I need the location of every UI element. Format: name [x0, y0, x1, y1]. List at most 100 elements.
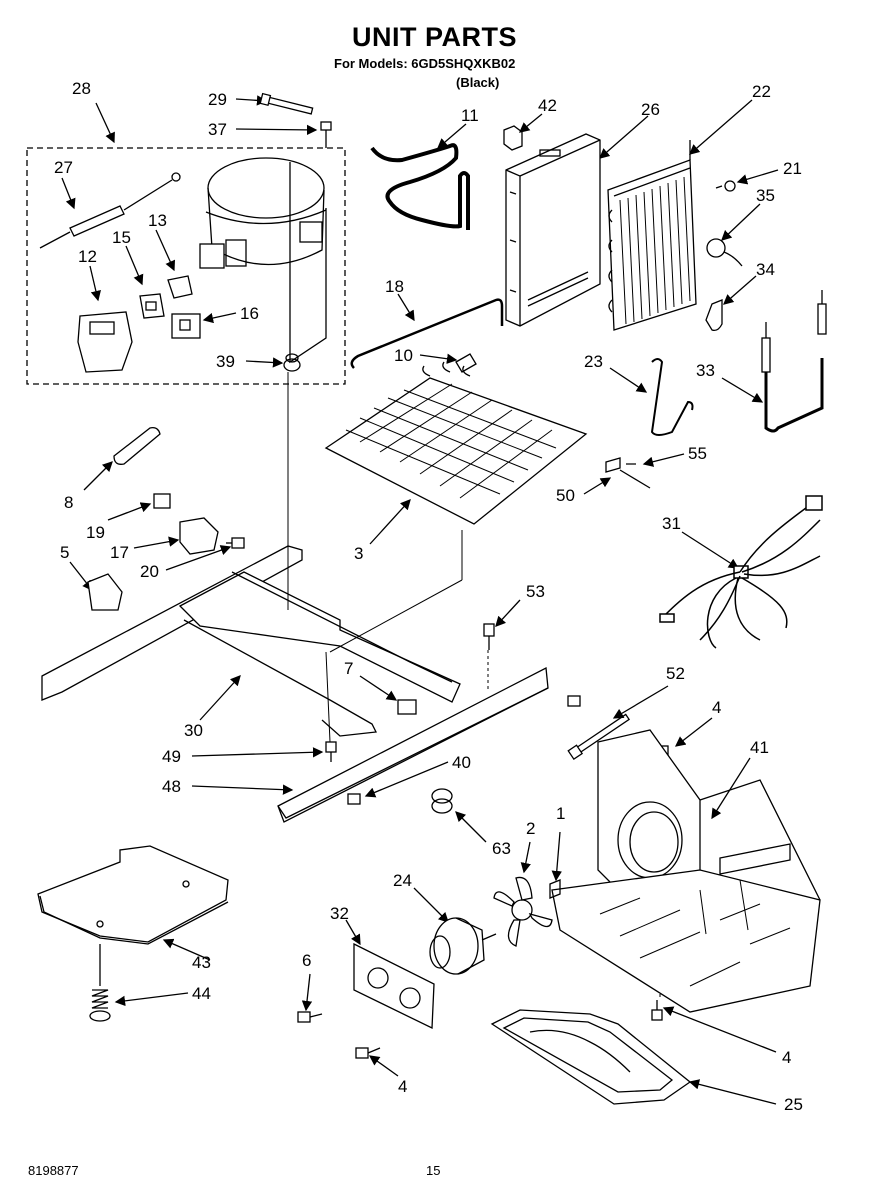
capillary-part-27 [39, 172, 181, 249]
leader-42 [518, 113, 543, 133]
fan-part-35 [706, 238, 743, 267]
screw-part-37 [320, 121, 332, 148]
wire-tie-part-52 [567, 713, 630, 761]
callout-4-bottom: 4 [398, 1077, 408, 1096]
callout-13: 13 [148, 211, 167, 230]
leader-24 [413, 887, 449, 923]
callout-4-right: 4 [782, 1048, 792, 1067]
grommet-part-39 [283, 353, 301, 372]
cover-part-13 [167, 275, 193, 299]
leader-2 [520, 841, 531, 874]
leader-22 [689, 99, 753, 155]
overload-part-15 [139, 293, 165, 319]
callout-17: 17 [110, 543, 129, 562]
leader-39 [245, 357, 284, 368]
leader-50 [583, 477, 612, 495]
callout-48: 48 [162, 777, 181, 796]
leader-34 [723, 275, 757, 305]
callout-33: 33 [696, 361, 715, 380]
compressor-part [199, 157, 327, 364]
clip-part-42 [503, 125, 523, 151]
callout-24: 24 [393, 871, 412, 890]
motor-bracket-part-32 [353, 942, 435, 1030]
callout-52: 52 [666, 664, 685, 683]
leader-18 [397, 293, 415, 322]
leader-26 [599, 115, 649, 159]
callout-63: 63 [492, 839, 511, 858]
clip-part-10 [455, 353, 477, 373]
screw-part-21 [715, 180, 736, 192]
part-5 [87, 573, 123, 611]
leader-44 [114, 992, 189, 1007]
callout-12: 12 [78, 247, 97, 266]
leader-4c [662, 1006, 777, 1053]
tube-part-18 [350, 298, 504, 369]
drier-part-33 [761, 290, 827, 433]
callout-53: 53 [526, 582, 545, 601]
insulation-part-8 [113, 426, 161, 465]
leader-25 [688, 1079, 777, 1105]
callout-39: 39 [216, 352, 235, 371]
tube-part-23 [650, 358, 694, 436]
screw-part-4b [355, 1047, 381, 1059]
tube-part-11 [370, 143, 470, 230]
callout-6: 6 [302, 951, 312, 970]
callout-40: 40 [452, 753, 471, 772]
callout-22: 22 [752, 82, 771, 101]
callout-2: 2 [526, 819, 536, 838]
pad-part-43 [37, 845, 229, 945]
callout-3: 3 [354, 544, 364, 563]
fan-blade-part-2 [493, 876, 553, 947]
callout-42: 42 [538, 96, 557, 115]
base-pan-part [551, 843, 821, 1013]
callout-55: 55 [688, 444, 707, 463]
callout-30: 30 [184, 721, 203, 740]
callout-1: 1 [556, 804, 566, 823]
callout-18: 18 [385, 277, 404, 296]
part-17 [179, 517, 219, 555]
page-title: UNIT PARTS [352, 22, 517, 52]
callout-31: 31 [662, 514, 681, 533]
leader-7 [359, 675, 398, 701]
screw-part-49 [325, 741, 337, 762]
condenser-shroud-part [505, 133, 601, 327]
callout-4-top: 4 [712, 698, 722, 717]
callout-43: 43 [192, 953, 211, 972]
leader-28 [95, 102, 115, 144]
callout-44: 44 [192, 984, 211, 1003]
leader-32 [345, 919, 361, 946]
callout-21: 21 [783, 159, 802, 178]
condenser-coil-part [607, 140, 697, 331]
evaporator-part [324, 361, 588, 525]
callout-16: 16 [240, 304, 259, 323]
leader-55 [642, 453, 685, 467]
callout-35: 35 [756, 186, 775, 205]
wire-tie-part [259, 92, 314, 115]
leader-31 [681, 531, 740, 569]
callout-8: 8 [64, 493, 74, 512]
screw-part-6 [297, 1011, 323, 1023]
compressor-kit-box [26, 147, 346, 385]
callout-27: 27 [54, 158, 73, 177]
leader-33 [721, 377, 764, 403]
callout-29: 29 [208, 90, 227, 109]
leader-8 [83, 461, 113, 491]
leader-49 [191, 747, 324, 758]
spring-part-44 [89, 944, 111, 1022]
leader-3 [369, 499, 411, 545]
leader-27 [61, 177, 76, 210]
frame-part-30 [41, 545, 461, 737]
leader-11 [437, 123, 467, 149]
leader-15 [125, 245, 144, 286]
leader-23 [609, 367, 648, 393]
capacitor-part-16 [171, 313, 201, 339]
leader-40 [364, 761, 449, 798]
callout-23: 23 [584, 352, 603, 371]
leader-53 [495, 599, 521, 627]
callout-20: 20 [140, 562, 159, 581]
callout-34: 34 [756, 260, 775, 279]
callout-7: 7 [344, 659, 354, 678]
fan-motor-part-24 [429, 917, 497, 975]
part-7 [397, 699, 417, 715]
